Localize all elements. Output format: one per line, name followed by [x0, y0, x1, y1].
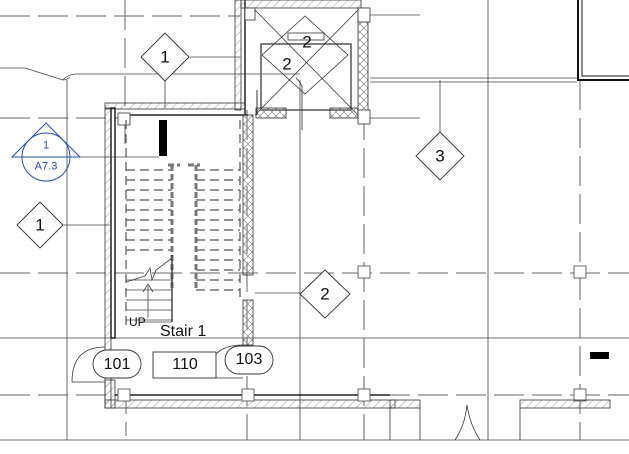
solid-block-right	[590, 352, 609, 359]
elevator-shaft	[240, 0, 371, 130]
grid-lines	[0, 0, 629, 440]
tag-leaders	[62, 56, 441, 294]
room-tag-110[interactable]: 110	[172, 356, 198, 373]
stair-lower-run	[125, 255, 173, 323]
room-tag-101[interactable]: 101	[103, 356, 131, 373]
wall-tag-1-top[interactable]: 1	[160, 47, 170, 67]
wall-tag-1-left[interactable]: 1	[35, 215, 45, 235]
stair-treads	[125, 120, 241, 330]
bottom-walls	[389, 399, 611, 440]
stair-handrails	[168, 163, 200, 290]
column-markers	[117, 265, 587, 402]
stair-up-label: UP	[129, 315, 146, 329]
column-solid	[159, 120, 167, 156]
right-room-wall	[577, 0, 629, 81]
wall-tag-2-right[interactable]: 2	[320, 284, 330, 304]
elevator-tag-2b[interactable]: 2	[282, 54, 292, 74]
reference-lines	[0, 0, 629, 441]
wall-tag-3[interactable]: 3	[435, 146, 445, 166]
section-callout-number[interactable]: 1	[42, 139, 50, 152]
section-callout-sheet[interactable]: A7.3	[34, 160, 58, 173]
room-tag-shapes	[92, 345, 274, 379]
room-tag-103[interactable]: 103	[235, 351, 263, 368]
elevator-tag-2a[interactable]: 2	[302, 32, 312, 52]
stair-name-label[interactable]: Stair 1	[160, 323, 207, 340]
wall-tag-diamonds	[16, 32, 465, 319]
section-callout-symbol	[10, 122, 82, 182]
